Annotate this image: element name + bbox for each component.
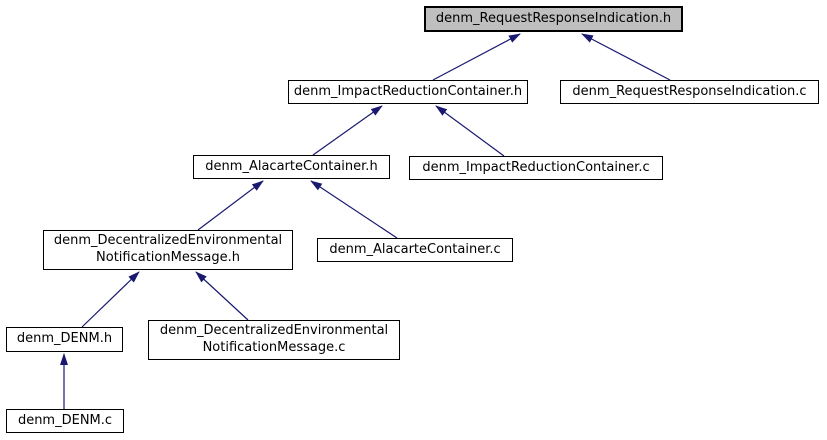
- edge-requestresponseindication-c-to-requestresponseindication-h: [581, 33, 671, 81]
- node-denm-impactreductioncontainer-c[interactable]: denm_ImpactReductionContainer.c: [409, 156, 663, 180]
- node-denm-alacartecontainer-c[interactable]: denm_AlacarteContainer.c: [317, 238, 513, 262]
- node-denm-requestresponseindication-c[interactable]: denm_RequestResponseIndication.c: [560, 80, 819, 104]
- node-denm-denm-h[interactable]: denm_DENM.h: [6, 327, 123, 352]
- edge-alacartecontainer-h-to-impactreductioncontainer-h: [312, 105, 383, 156]
- node-denm-denm-c[interactable]: denm_DENM.c: [6, 409, 124, 433]
- node-denm-requestresponseindication-h[interactable]: denm_RequestResponseIndication.h: [424, 6, 683, 32]
- edge-impactreductioncontainer-c-to-impactreductioncontainer-h: [435, 105, 505, 157]
- edge-alacartecontainer-c-to-alacartecontainer-h: [310, 180, 398, 239]
- edge-impactreductioncontainer-h-to-requestresponseindication-h: [432, 33, 521, 81]
- edge-denm-h-to-decentralizedenvironmentalnotificationmessage-h: [81, 271, 140, 328]
- node-denm-impactreductioncontainer-h[interactable]: denm_ImpactReductionContainer.h: [288, 80, 528, 104]
- node-denm-decentralizedenvironmentalnotificationmessage-h[interactable]: denm_DecentralizedEnvironmental Notifica…: [43, 230, 293, 270]
- node-denm-decentralizedenvironmentalnotificationmessage-c[interactable]: denm_DecentralizedEnvironmental Notifica…: [148, 320, 400, 360]
- edge-decentralizedenvironmentalnotificationmessage-h-to-alacartecontainer-h: [197, 180, 264, 231]
- node-denm-alacartecontainer-h[interactable]: denm_AlacarteContainer.h: [193, 155, 390, 179]
- edge-decentralizedenvironmentalnotificationmessage-c-to-decentralizedenvironmentalnotificationmessage-h: [195, 271, 249, 321]
